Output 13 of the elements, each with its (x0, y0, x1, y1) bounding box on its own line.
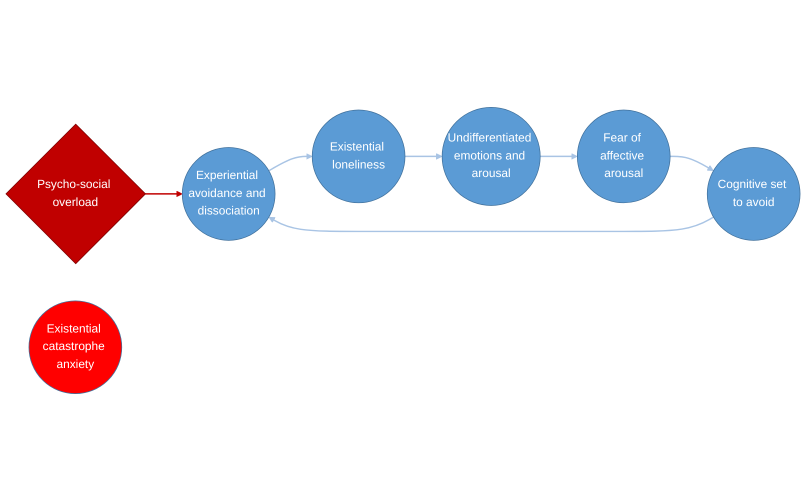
node-circle: Fear of affective arousal (576, 110, 670, 204)
node-diamond: Psycho-social overload (5, 124, 146, 264)
node-circle: Existential catastrophe anxiety (28, 300, 122, 394)
node-circle: Cognitive set to avoid (706, 147, 800, 241)
arrow (268, 216, 714, 232)
arrow (145, 190, 183, 198)
arrow (405, 153, 442, 160)
arrow (268, 153, 312, 172)
node-circle: Experiential avoidance and dissociation (182, 147, 276, 241)
node-circle: Undifferentiated emotions and arousal (442, 107, 541, 206)
arrow (670, 156, 714, 172)
node-circle: Existential loneliness (312, 110, 406, 204)
arrow (540, 153, 578, 160)
